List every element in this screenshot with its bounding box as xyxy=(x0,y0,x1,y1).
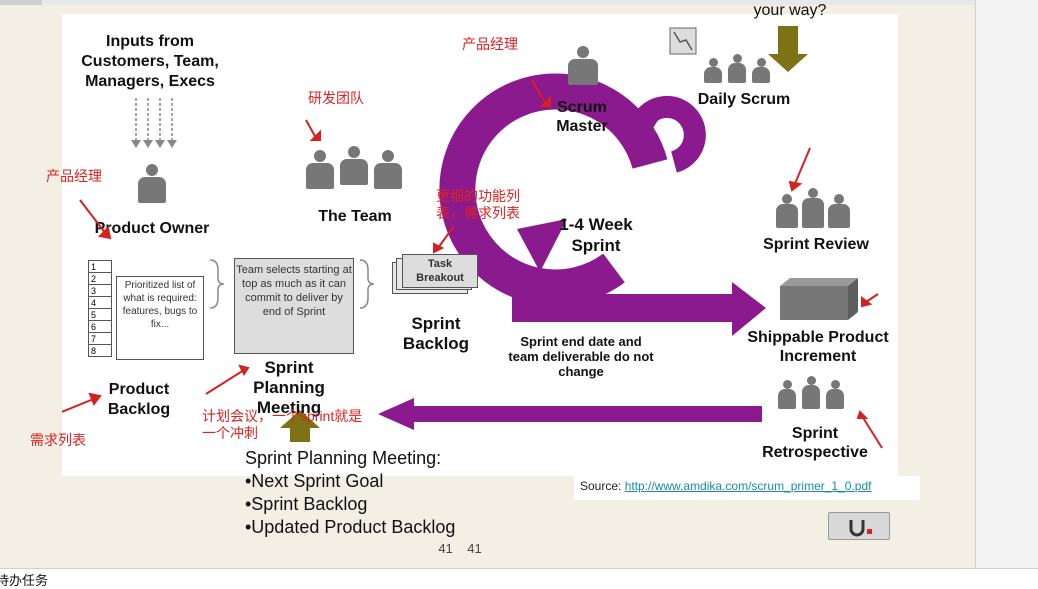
status-bar: 待办任务 xyxy=(0,568,1038,588)
sprint-duration-label: 1-4 Week Sprint xyxy=(559,215,633,255)
backlog-description: Prioritized list of what is required: fe… xyxy=(116,276,204,360)
daily-scrum-icon xyxy=(704,58,722,84)
shippable-label: Shippable Product Increment xyxy=(747,329,889,365)
status-text: 待办任务 xyxy=(0,573,49,588)
annotation-planning-note: 计划会议，一个sprint就是一个冲刺 xyxy=(202,408,363,441)
daily-question-text: your way? xyxy=(753,2,827,19)
notes-item: •Next Sprint Goal xyxy=(245,471,384,491)
backlog-row-number: 8 xyxy=(88,344,112,357)
daily-scrum-icon xyxy=(752,58,770,84)
source-label: Source: xyxy=(580,479,622,493)
team-member-icon xyxy=(340,146,368,192)
annotation-pm-left: 产品经理 xyxy=(46,168,102,184)
sprint-planning-label: Sprint Planning Meeting xyxy=(253,358,325,417)
slide: Inputs from Customers, Team, Managers, E… xyxy=(0,0,975,568)
retrospective-label: Sprint Retrospective xyxy=(762,425,868,461)
sprint-review-icon xyxy=(828,194,850,228)
task-breakout-card: Task Breakout xyxy=(402,254,478,288)
product-backlog-label: Product Backlog xyxy=(107,381,171,418)
team-selects-box: Team selects starting at top as much as … xyxy=(234,258,354,354)
scrum-diagram: Inputs from Customers, Team, Managers, E… xyxy=(46,2,898,476)
sprint-review-icon xyxy=(776,194,798,228)
notes-item: •Updated Product Backlog xyxy=(245,517,456,537)
source-link[interactable]: http://www.amdika.com/scrum_primer_1_0.p… xyxy=(624,479,872,493)
sprint-backlog-label: Sprint Backlog xyxy=(402,314,470,353)
sprint-note: Sprint end date and team deliverable do … xyxy=(508,334,654,379)
notes-item: •Sprint Backlog xyxy=(245,494,368,514)
retrospective-icon xyxy=(802,376,820,410)
notes-title: Sprint Planning Meeting: xyxy=(245,448,442,468)
scroll-strip xyxy=(0,0,975,5)
annotation-rd-team: 研发团队 xyxy=(308,90,364,106)
sprint-review-icon xyxy=(802,188,824,228)
annotation-detail-list: 更细的功能列表，需求列表 xyxy=(436,188,520,221)
annotation-arrows xyxy=(62,79,883,449)
retrospective-icon xyxy=(826,380,844,410)
sprint-review-label: Sprint Review xyxy=(763,236,869,253)
return-button[interactable] xyxy=(828,512,890,540)
right-side-panel xyxy=(975,0,1038,568)
inputs-title: Inputs from Customers, Team, Managers, E… xyxy=(81,33,219,90)
page-number: 41 41 xyxy=(438,541,482,556)
the-team-label: The Team xyxy=(318,208,392,225)
scrum-master-label: Scrum Master xyxy=(556,99,608,135)
team-member-icon xyxy=(374,150,402,192)
annotation-req-list: 需求列表 xyxy=(30,432,86,448)
diagram-arrows xyxy=(131,26,858,442)
annotation-pm-top: 产品经理 xyxy=(462,36,518,52)
team-member-icon xyxy=(306,150,334,192)
daily-scrum-icon xyxy=(728,54,746,84)
product-owner-icon xyxy=(138,164,166,206)
daily-scrum-label: Daily Scrum xyxy=(697,91,791,108)
notes-block: Sprint Planning Meeting: •Next Sprint Go… xyxy=(245,447,545,539)
retrospective-icon xyxy=(778,380,796,410)
scrum-master-icon xyxy=(568,46,598,92)
return-icon xyxy=(849,520,872,537)
product-owner-label: Product Owner xyxy=(94,220,210,237)
source-line: Source: http://www.amdika.com/scrum_prim… xyxy=(574,476,920,500)
